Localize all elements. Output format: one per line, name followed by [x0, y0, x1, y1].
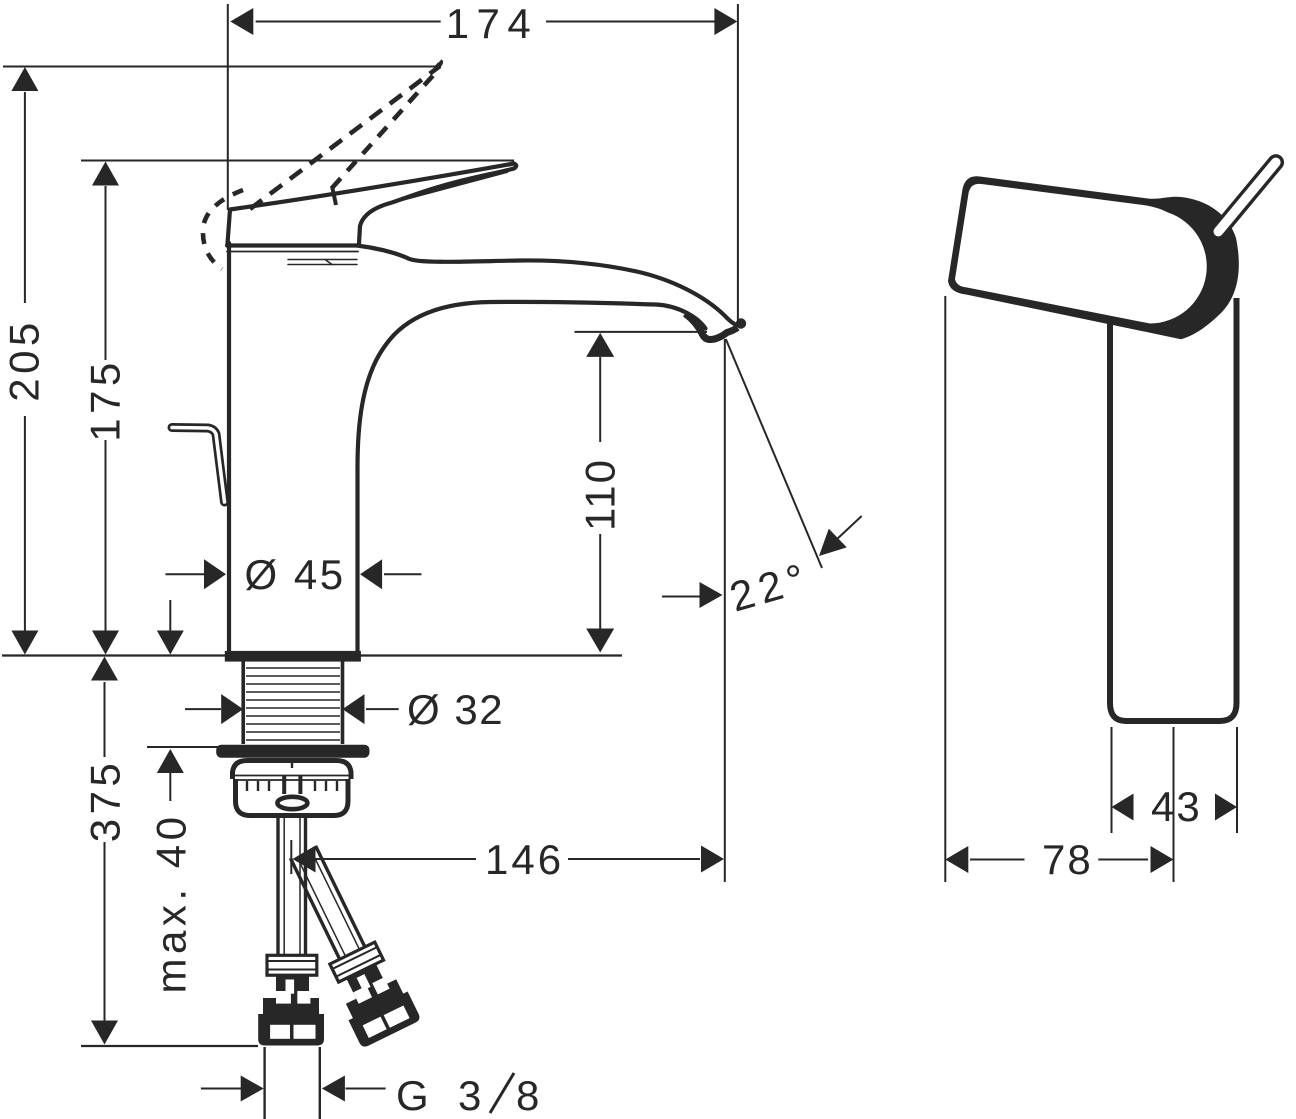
- svg-text:G: G: [396, 1072, 431, 1119]
- svg-text:3: 3: [458, 1072, 481, 1119]
- svg-text:146: 146: [485, 836, 564, 883]
- svg-text:175: 175: [82, 358, 129, 442]
- svg-text:max. 40: max. 40: [148, 813, 195, 994]
- svg-text:110: 110: [577, 458, 624, 531]
- svg-text:8: 8: [516, 1072, 539, 1119]
- svg-text:78: 78: [1042, 836, 1093, 883]
- svg-text:43: 43: [1151, 783, 1202, 830]
- svg-text:174: 174: [446, 0, 539, 47]
- svg-text:375: 375: [82, 759, 129, 843]
- svg-text:205: 205: [0, 318, 47, 402]
- svg-text:Ø 32: Ø 32: [407, 686, 504, 733]
- svg-text:Ø 45: Ø 45: [245, 551, 346, 598]
